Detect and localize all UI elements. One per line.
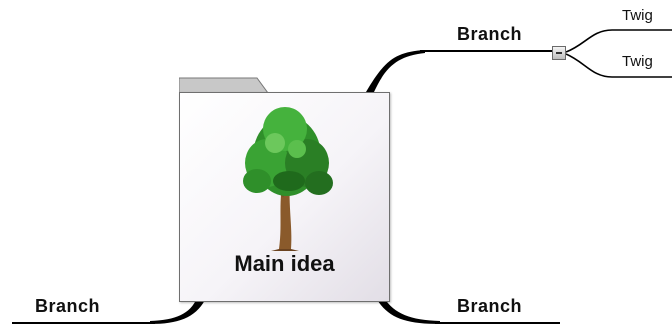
collapse-toggle-button[interactable] bbox=[552, 46, 566, 60]
tree-icon bbox=[243, 107, 333, 251]
connector-twig-2 bbox=[565, 53, 672, 78]
branch-label-bottom-left[interactable]: Branch bbox=[35, 296, 101, 316]
branch-label-top-right[interactable]: Branch bbox=[457, 24, 523, 44]
main-topic-node[interactable]: Main idea bbox=[179, 92, 390, 302]
branch-label-bottom-right[interactable]: Branch bbox=[457, 296, 523, 316]
main-topic-label: Main idea bbox=[234, 251, 335, 276]
twig-label-1[interactable]: Twig bbox=[622, 7, 653, 24]
minus-icon bbox=[556, 52, 562, 54]
folder-tab-icon bbox=[179, 77, 269, 93]
connector-top-right bbox=[366, 50, 425, 92]
twig-label-2[interactable]: Twig bbox=[622, 53, 653, 70]
connector-twig-1 bbox=[565, 29, 672, 53]
